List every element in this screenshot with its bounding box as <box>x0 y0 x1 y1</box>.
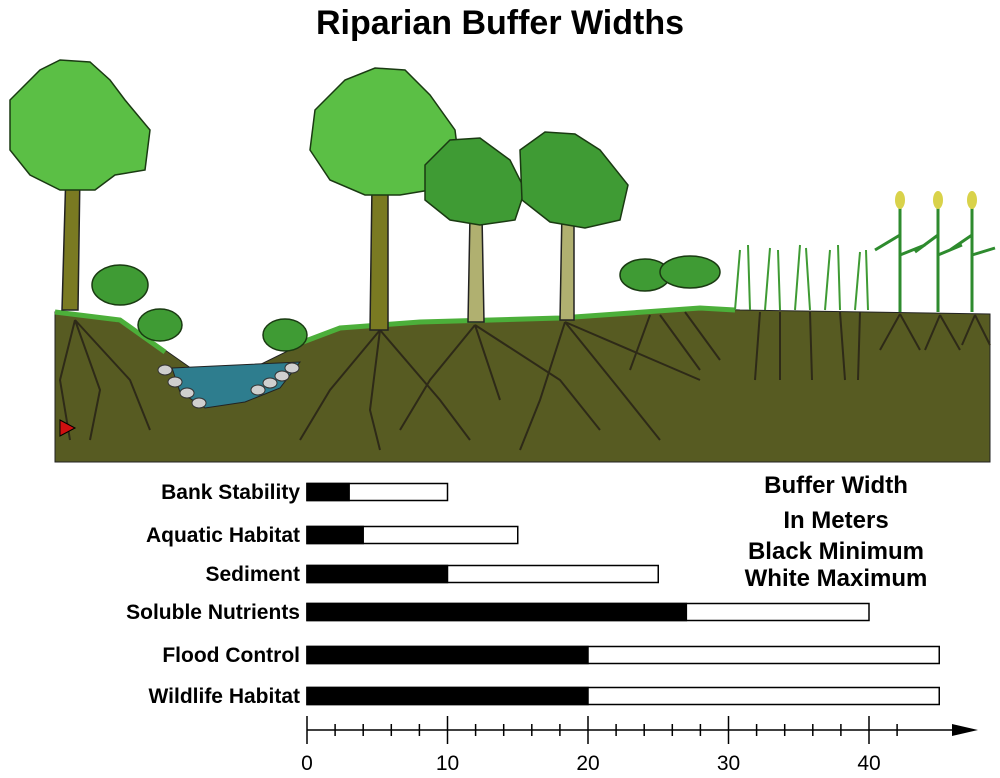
x-tick-label: 40 <box>857 752 880 775</box>
legend-line: White Maximum <box>745 565 928 592</box>
tree-canopies <box>9 59 629 229</box>
corn-plants <box>874 205 996 312</box>
corn-tassels <box>895 191 977 209</box>
category-label: Wildlife Habitat <box>149 685 300 708</box>
chart-title: Riparian Buffer Widths <box>315 4 685 42</box>
grass-line <box>54 305 736 355</box>
bars <box>306 482 940 706</box>
legend-line: Buffer Width <box>764 472 908 499</box>
riparian-illustration <box>9 59 996 463</box>
x-tick-label: 30 <box>717 752 740 775</box>
category-label: Aquatic Habitat <box>146 524 300 547</box>
flag-marker <box>59 419 77 437</box>
bar-minimum <box>306 525 364 545</box>
category-label: Bank Stability <box>161 481 300 504</box>
x-tick-label: 10 <box>436 752 459 775</box>
x-tick-label: 20 <box>576 752 599 775</box>
tree-trunks <box>61 169 575 331</box>
legend-line: Black Minimum <box>748 538 924 565</box>
category-label: Sediment <box>205 563 300 586</box>
x-tick-label: 0 <box>301 752 313 775</box>
legend-line: In Meters <box>783 507 888 534</box>
tall-grasses <box>734 244 869 311</box>
bar-minimum <box>306 686 589 706</box>
category-label: Flood Control <box>162 644 300 667</box>
bar-minimum <box>306 602 688 622</box>
shrubs <box>91 255 721 352</box>
bar-minimum <box>306 482 350 502</box>
axis-arrow <box>952 724 978 736</box>
bar-minimum <box>306 645 589 665</box>
root-systems <box>58 311 991 451</box>
bank-stones <box>157 362 300 409</box>
category-label: Soluble Nutrients <box>126 601 300 624</box>
x-axis: 0 10 20 30 40 <box>301 716 978 775</box>
bar-minimum <box>306 564 449 584</box>
